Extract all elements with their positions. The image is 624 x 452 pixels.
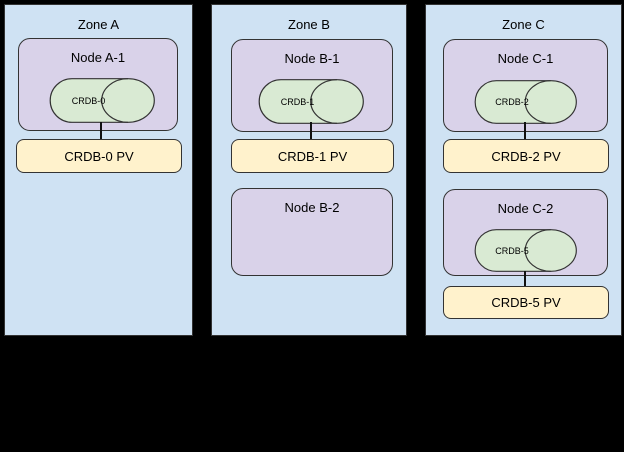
crdb-2-pv: CRDB-2 PV xyxy=(443,139,609,173)
crdb-5-database: CRDB-5 xyxy=(474,229,577,272)
node-a-1: Node A-1 CRDB-0 xyxy=(18,38,178,131)
node-b-1-label: Node B-1 xyxy=(284,51,340,66)
node-b-2-label: Node B-2 xyxy=(284,200,340,215)
crdb-5-pv: CRDB-5 PV xyxy=(443,286,609,319)
node-c-2-label: Node C-2 xyxy=(497,201,554,216)
zone-b: Zone B Node B-1 CRDB-1 CRDB-1 PV Node B-… xyxy=(211,4,407,336)
crdb-2-database: CRDB-2 xyxy=(474,80,577,124)
crdb-1-pv: CRDB-1 PV xyxy=(231,139,394,173)
node-c-1: Node C-1 CRDB-2 xyxy=(443,39,608,132)
zone-a-title: Zone A xyxy=(77,17,120,32)
database-cylinder-icon xyxy=(258,79,364,124)
crdb-1-pv-label: CRDB-1 PV xyxy=(277,148,348,164)
crdb-0-database: CRDB-0 xyxy=(49,78,155,123)
database-cylinder-icon xyxy=(49,78,155,123)
zone-a: Zone A Node A-1 CRDB-0 CRDB-0 PV xyxy=(4,4,193,336)
crdb-5-label: CRDB-5 xyxy=(495,245,529,256)
node-a-1-label: Node A-1 xyxy=(70,50,126,65)
node-c-1-label: Node C-1 xyxy=(497,51,554,66)
zone-c-title: Zone C xyxy=(502,17,545,32)
crdb-5-pv-label: CRDB-5 PV xyxy=(491,295,561,310)
connector-crdb-1-to-pv xyxy=(310,122,312,139)
node-c-2: Node C-2 CRDB-5 xyxy=(443,189,608,276)
connector-crdb-5-to-pv xyxy=(524,271,526,286)
crdb-0-label: CRDB-0 xyxy=(71,95,106,106)
node-b-1: Node B-1 CRDB-1 xyxy=(231,39,393,132)
zone-c: Zone C Node C-1 CRDB-2 CRDB-2 PV Node C-… xyxy=(425,4,622,336)
crdb-2-label: CRDB-2 xyxy=(495,97,529,107)
crdb-0-pv-label: CRDB-0 PV xyxy=(64,148,134,164)
connector-crdb-2-to-pv xyxy=(524,122,526,139)
database-cylinder-icon xyxy=(474,229,577,272)
database-cylinder-icon xyxy=(474,80,577,124)
connector-crdb-0-to-pv xyxy=(100,122,102,139)
crdb-1-label: CRDB-1 xyxy=(280,96,315,107)
node-b-2: Node B-2 xyxy=(231,188,393,276)
crdb-0-pv: CRDB-0 PV xyxy=(16,139,182,173)
crdb-1-database: CRDB-1 xyxy=(258,79,364,124)
zone-b-title: Zone B xyxy=(288,17,330,32)
crdb-2-pv-label: CRDB-2 PV xyxy=(491,148,561,164)
